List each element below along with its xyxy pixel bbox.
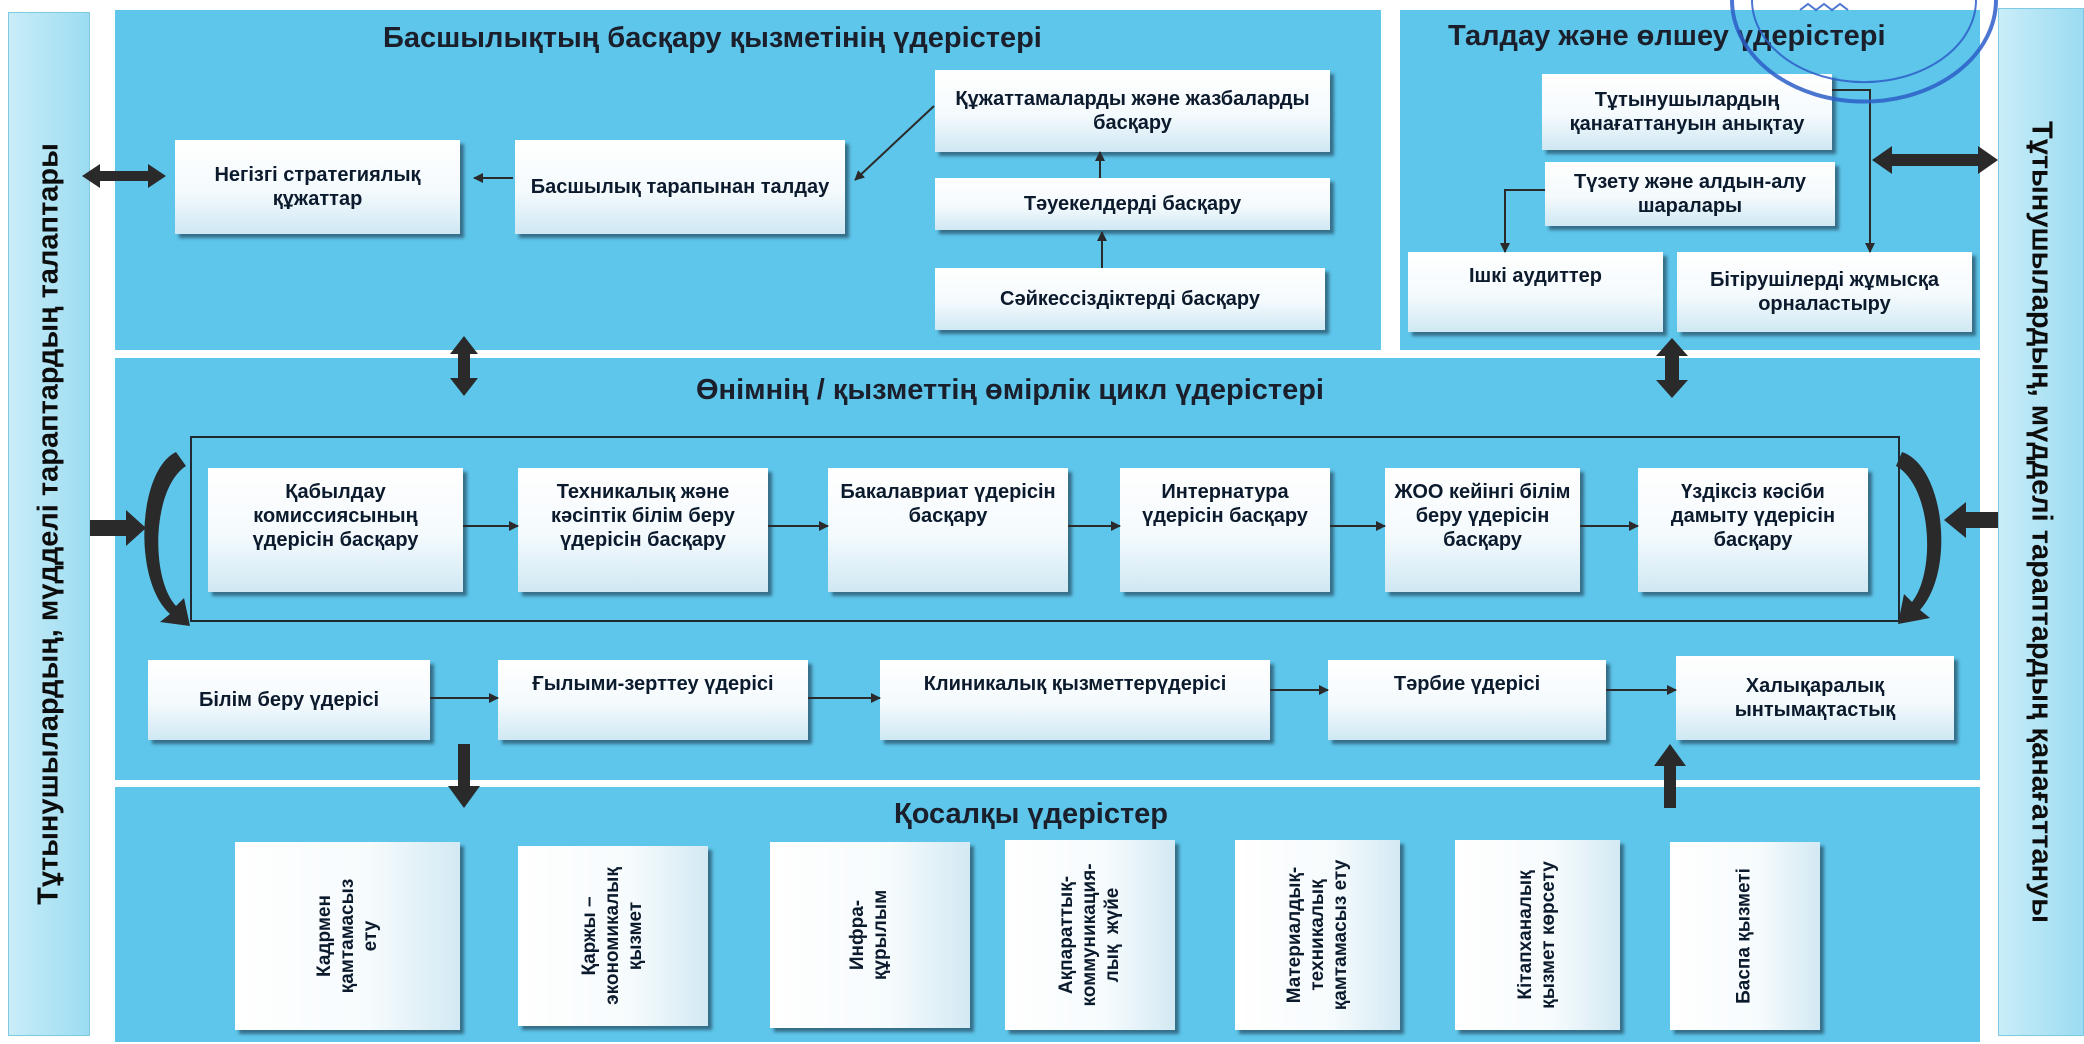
graduate-employment-box: Бітірушілерді жұмысқа орналастыру (1677, 252, 1972, 332)
core-box-2: Ғылыми-зерттеу үдерісі (498, 660, 808, 740)
strategic-docs-box: Негізгі стратегиялық құжаттар (175, 140, 460, 234)
input-arrow-left (90, 510, 146, 546)
support-box-1: Кадрмен қамтамасыз ету (235, 842, 460, 1030)
support-box-3: Инфра- құрылым (770, 842, 970, 1028)
chain-box-2: Техникалық және кәсіптік білім беру үдер… (518, 468, 768, 592)
management-review-box: Басшылық тарапынан талдау (515, 140, 845, 234)
arrow-corrective-to-audits (1500, 189, 1545, 253)
core-box-1: Білім беру үдерісі (148, 660, 430, 740)
lifecycle-title: Өнімнің / қызметтің өмірлік цикл үдеріст… (696, 374, 1324, 406)
management-title: Басшылықтың басқару қызметінің үдерістер… (383, 22, 1042, 54)
double-arrow-right (1872, 146, 1998, 174)
arrow-docs-to-review (854, 105, 935, 181)
chain-box-3: Бакалавриат үдерісін басқару (828, 468, 1068, 592)
right-sidebar: Тұтынушылардың, мүдделі тараптардың қана… (1998, 8, 2084, 1036)
internal-audits-box: Ішкі аудиттер (1408, 252, 1663, 332)
chain-box-1: Қабылдау комиссиясының үдерісін басқару (208, 468, 463, 592)
corrective-actions-box: Түзету және алдын-алу шаралары (1545, 162, 1835, 226)
curved-arrow-right (1896, 452, 1942, 624)
support-box-5: Материалдық- техникалық қамтамасыз ету (1235, 840, 1400, 1030)
nonconformity-box: Сәйкессіздіктерді басқару (935, 268, 1325, 330)
analysis-title: Талдау және өлшеу үдерістері (1448, 20, 1886, 52)
down-arrow-support (448, 744, 480, 808)
chain-box-4: Интернатура үдерісін басқару (1120, 468, 1330, 592)
chain-box-5: ЖОО кейінгі білім беру үдерісін басқару (1385, 468, 1580, 592)
stamp-seal (1730, 0, 1998, 104)
support-box-7: Баспа қызметі (1670, 842, 1820, 1030)
lifecycle-frame (190, 436, 1900, 622)
up-arrow-international (1654, 744, 1686, 808)
double-arrow-analysis-lifecycle (1656, 338, 1688, 398)
core-box-3: Клиникалық қызметтерүдерісі (880, 660, 1270, 740)
input-arrow-right (1944, 502, 1998, 538)
arrow-satisfaction-to-employment (1832, 89, 1875, 253)
support-box-6: Кітапханалық қызмет көрсету (1455, 840, 1620, 1030)
chain-box-6: Үздіксіз кәсіби дамыту үдерісін басқару (1638, 468, 1868, 592)
core-box-5: Халықаралық ынтымақтастық (1676, 656, 1954, 740)
document-control-box: Құжаттамаларды және жазбаларды басқару (935, 70, 1330, 152)
customer-satisfaction-box: Тұтынушылардың қанағаттануын анықтау (1542, 74, 1832, 150)
support-box-2: Қаржы – экономикалық қызмет (518, 846, 708, 1026)
double-arrow-left (82, 164, 166, 188)
double-arrow-management-lifecycle (450, 336, 478, 396)
left-sidebar: Тұтынушылардың, мүдделі тараптардың тала… (8, 12, 90, 1036)
risk-management-box: Тәуекелдерді басқару (935, 178, 1330, 230)
support-box-4: Ақпараттық- коммуникация- лық жүйе (1005, 840, 1175, 1030)
core-box-4: Тәрбие үдерісі (1328, 660, 1606, 740)
curved-arrow-left (144, 452, 190, 626)
support-title: Қосалқы үдерістер (894, 798, 1169, 830)
